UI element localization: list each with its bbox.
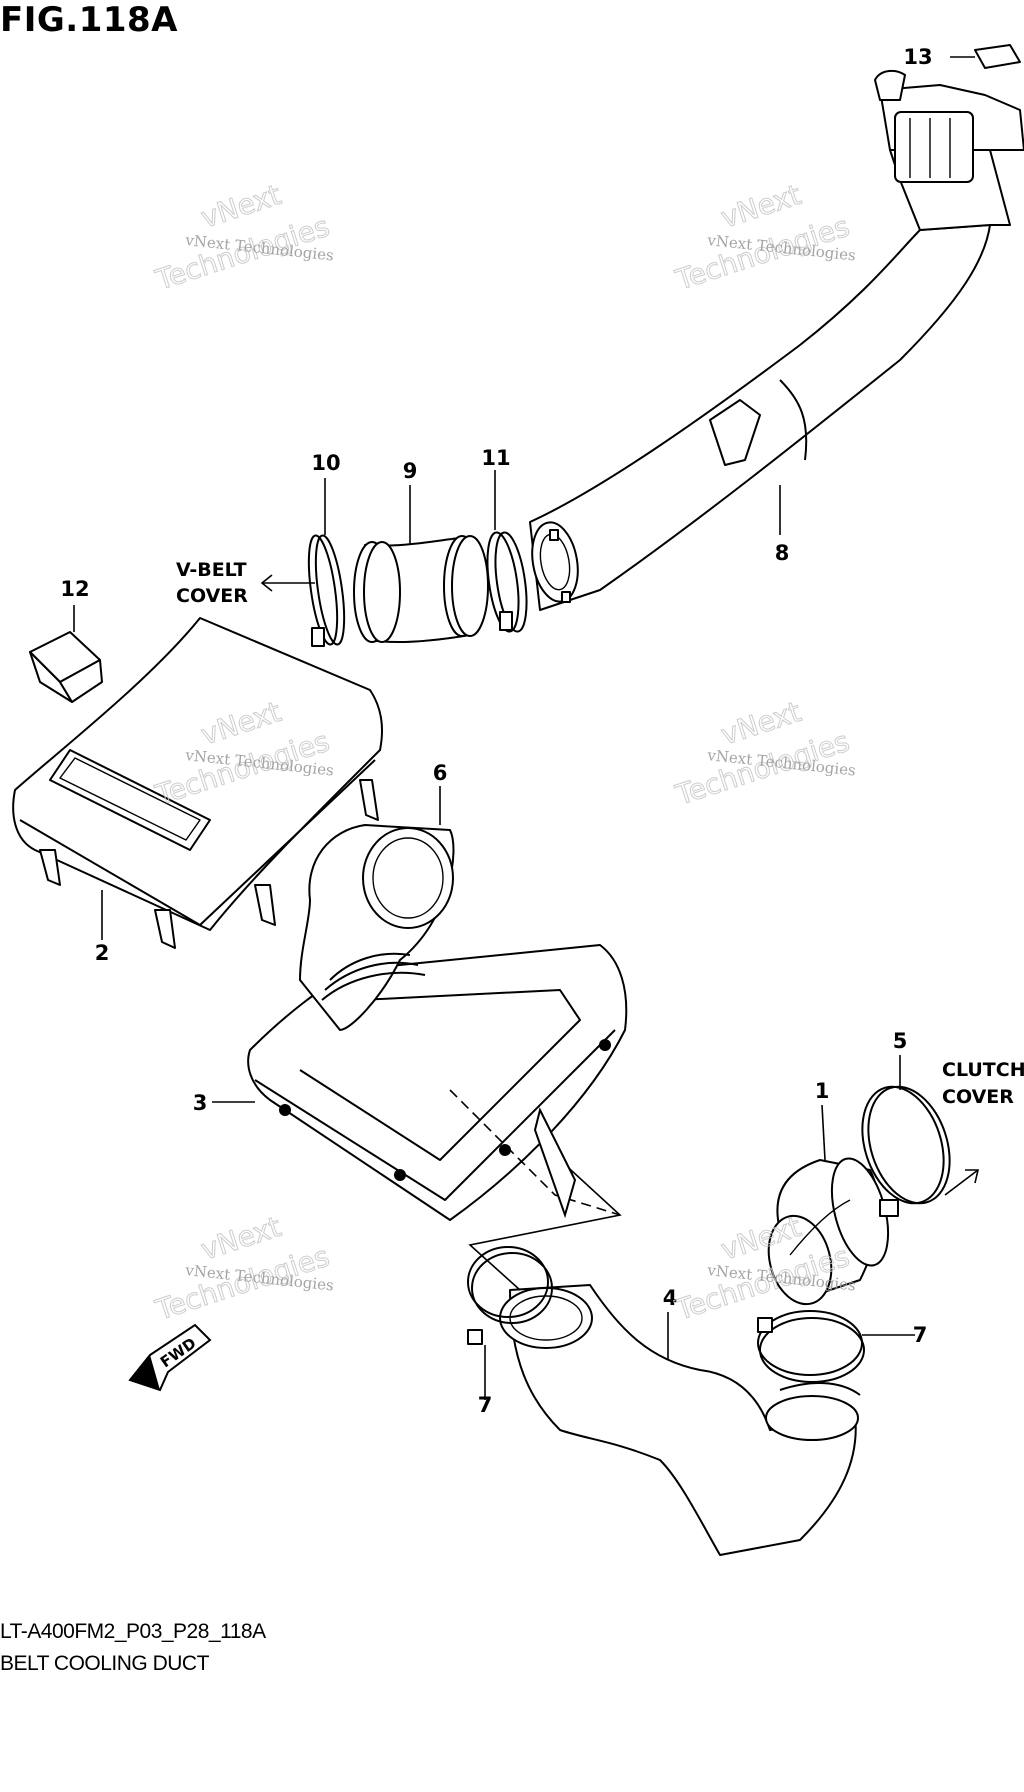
callout-1: 1 — [815, 1079, 830, 1103]
part-6-boot[interactable] — [299, 824, 455, 1031]
vbelt-arrow — [260, 574, 315, 592]
part-2-cover[interactable] — [12, 617, 383, 949]
diagram-name: BELT COOLING DUCT — [0, 1652, 209, 1675]
callouts: 13 10 9 11 8 12 2 6 3 1 5 4 7 7 — [60, 45, 932, 1417]
vbelt-cover-label-1: V-BELT — [176, 559, 247, 581]
part-1-hose[interactable] — [759, 1152, 898, 1311]
callout-11: 11 — [481, 446, 510, 470]
part-12-pad[interactable] — [29, 631, 103, 703]
watermark-1: vNext Technologies vNext Technologies — [151, 177, 335, 297]
callout-2: 2 — [95, 941, 110, 965]
part-5-clamp[interactable] — [848, 1076, 963, 1217]
part-10-clamp[interactable] — [303, 534, 349, 647]
diagram-code: LT-A400FM2_P03_P28_118A — [0, 1620, 266, 1643]
part-7-clamp-left[interactable] — [467, 1246, 553, 1345]
part-11-clamp[interactable] — [482, 531, 532, 634]
callout-9: 9 — [403, 459, 418, 483]
part-8-duct[interactable] — [526, 69, 1024, 611]
part-4-hose[interactable] — [499, 1284, 861, 1556]
leader-lines — [73, 56, 975, 1400]
callout-6: 6 — [433, 761, 448, 785]
connection-lines — [449, 1089, 622, 1291]
clutch-cover-label-1: CLUTCH — [942, 1059, 1024, 1081]
clutch-cover-label-2: COVER — [942, 1086, 1014, 1108]
watermark-5: vNext Technologies vNext Technologies — [151, 1209, 335, 1327]
callout-7-right: 7 — [913, 1323, 928, 1347]
clutch-arrow — [944, 1169, 980, 1196]
callout-3: 3 — [193, 1091, 208, 1115]
callout-8: 8 — [775, 541, 790, 565]
watermark-2: vNext Technologies vNext Technologies — [671, 177, 857, 297]
callout-12: 12 — [60, 577, 89, 601]
callout-10: 10 — [311, 451, 340, 475]
figure-title: FIG.118A — [0, 0, 178, 40]
part-9-hose[interactable] — [353, 535, 489, 644]
watermark-4: vNext Technologies vNext Technologies — [671, 694, 857, 812]
callout-5: 5 — [893, 1029, 908, 1053]
vbelt-cover-label-2: COVER — [176, 585, 248, 607]
part-7-clamp-right[interactable] — [757, 1310, 865, 1383]
callout-7-left: 7 — [478, 1393, 493, 1417]
callout-4: 4 — [663, 1286, 678, 1310]
fwd-arrow-icon — [128, 1323, 212, 1392]
part-13-pad[interactable] — [974, 44, 1021, 69]
callout-13: 13 — [903, 45, 932, 69]
